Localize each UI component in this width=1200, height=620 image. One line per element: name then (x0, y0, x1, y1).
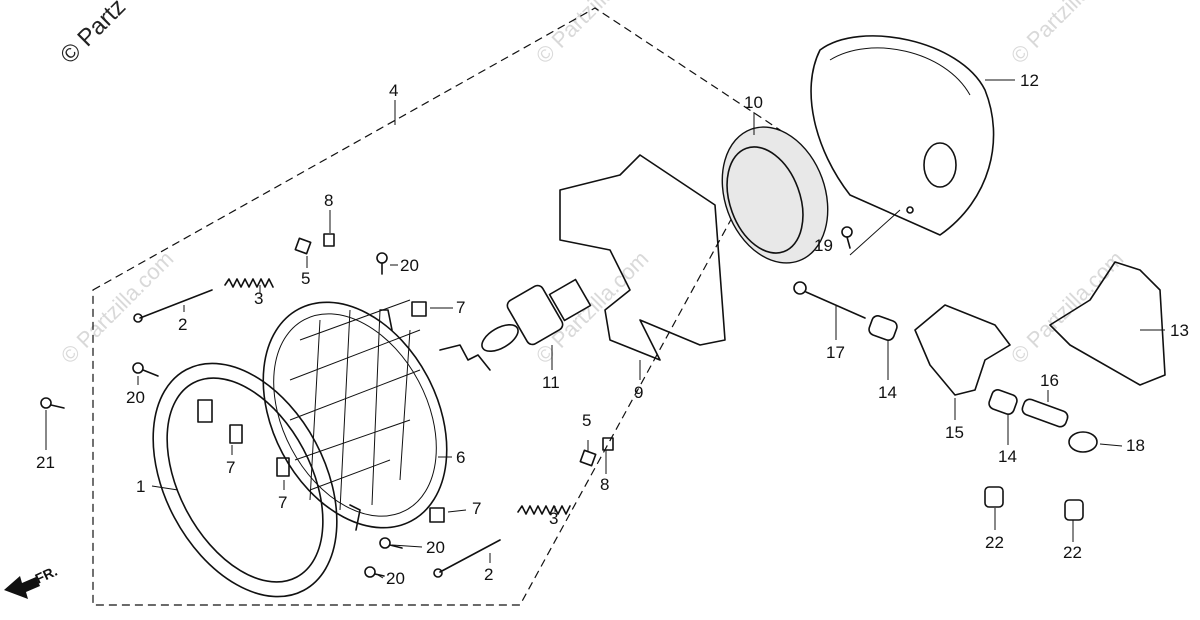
screw-20-left (132, 362, 159, 377)
mount-stay (1049, 261, 1166, 386)
headlight-case (810, 35, 995, 236)
leader-lines (45, 79, 1165, 579)
callout-15: 15 (945, 423, 964, 442)
callout-22-left: 22 (985, 533, 1004, 552)
callout-14-lower: 14 (998, 447, 1017, 466)
watermark-5: © Partzilla.com (1006, 246, 1129, 369)
collar-14-lower (988, 389, 1018, 415)
grommet-22-right (1064, 499, 1084, 521)
callout-12: 12 (1020, 71, 1039, 90)
callout-8-upper: 8 (324, 191, 333, 210)
collar-14-upper (868, 315, 898, 341)
watermark-2: © Partzilla.com (1006, 0, 1129, 69)
nut-upper (294, 237, 312, 255)
callout-10: 10 (744, 93, 763, 112)
spacer-16 (1021, 398, 1069, 428)
headlight-lens-unit (262, 299, 491, 531)
callout-3-upper: 3 (254, 289, 263, 308)
collar-upper (323, 233, 335, 247)
adjusting-screw-upper (133, 289, 213, 323)
headlight-bracket (559, 154, 726, 361)
callout-16: 16 (1040, 371, 1059, 390)
callout-22-right: 22 (1063, 543, 1082, 562)
callout-20-top: 20 (400, 256, 419, 275)
callout-7-d: 7 (472, 499, 481, 518)
headlight-bulb (481, 278, 592, 353)
callout-labels: 1 2 2 3 3 4 5 5 6 7 7 7 7 8 8 9 10 11 12… (36, 71, 1189, 588)
callout-9: 9 (634, 383, 643, 402)
spring-lower (517, 505, 571, 515)
corner-watermark: © Partz (55, 0, 131, 69)
adjusting-screw-lower (433, 539, 501, 578)
callout-2-lower: 2 (484, 565, 493, 584)
clip-1 (411, 301, 427, 317)
front-label: FR. (33, 563, 60, 587)
front-arrow-icon (4, 576, 40, 599)
callout-5-lower: 5 (582, 411, 591, 430)
clip-2 (429, 507, 445, 523)
watermark-3: © Partzilla.com (56, 246, 179, 369)
cap-nut-18 (1068, 431, 1098, 453)
pivot-bolt (793, 281, 866, 319)
grommet-22-left (984, 486, 1004, 508)
callout-19: 19 (814, 236, 833, 255)
headlight-rim (152, 362, 338, 598)
screw-20-top (376, 252, 388, 275)
callout-3-lower: 3 (549, 509, 558, 528)
callout-8-lower: 8 (600, 475, 609, 494)
callout-17: 17 (826, 343, 845, 362)
callout-7-c: 7 (278, 493, 287, 512)
callout-20-mid: 20 (426, 538, 445, 557)
callout-20-bottom: 20 (386, 569, 405, 588)
collar-lower (602, 437, 614, 451)
callout-11: 11 (542, 373, 560, 392)
callout-6: 6 (456, 448, 465, 467)
spring-upper (224, 278, 274, 288)
callout-5-upper: 5 (301, 269, 310, 288)
screw-20-bottom (364, 566, 385, 578)
callout-7-b: 7 (226, 458, 235, 477)
screw-20-mid (379, 537, 403, 549)
screw-21 (40, 397, 65, 409)
callout-21: 21 (36, 453, 55, 472)
callout-14-upper: 14 (878, 383, 897, 402)
callout-4: 4 (389, 81, 398, 100)
front-direction-marker: FR. (4, 563, 60, 599)
callout-18: 18 (1126, 436, 1145, 455)
callout-7-a: 7 (456, 298, 465, 317)
callout-20-left: 20 (126, 388, 145, 407)
callout-1: 1 (136, 477, 145, 496)
headlight-assembly-outline (92, 7, 781, 606)
screw-19 (841, 226, 853, 249)
callout-2-upper: 2 (178, 315, 187, 334)
nut-lower (579, 449, 597, 467)
callout-13: 13 (1170, 321, 1189, 340)
pivot-bracket (914, 304, 1011, 396)
headlight-case-ring (721, 126, 829, 264)
